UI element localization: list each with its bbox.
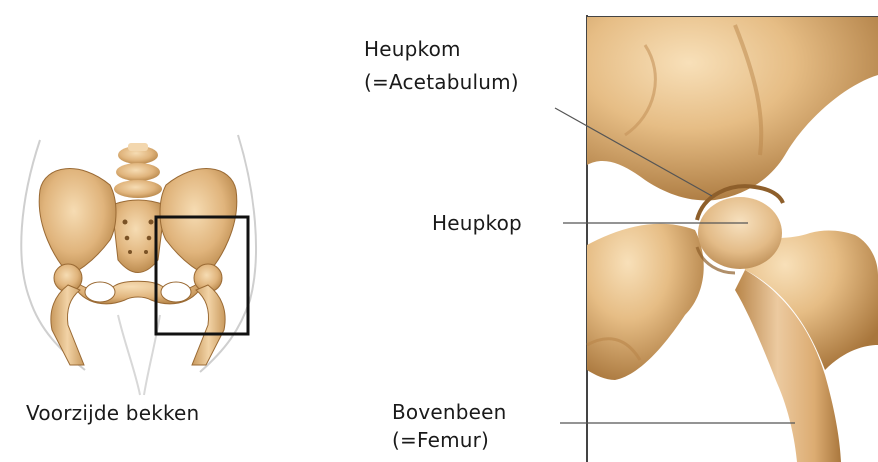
label-acetabulum-line1: Heupkom — [364, 37, 461, 62]
label-femoral-head: Heupkop — [432, 211, 522, 236]
label-acetabulum-line2: (=Acetabulum) — [364, 70, 519, 95]
label-femur-line1: Bovenbeen — [392, 400, 507, 425]
leader-acetabulum — [555, 108, 712, 196]
label-femur-line2: (=Femur) — [392, 428, 489, 453]
caption-pelvis-front: Voorzijde bekken — [26, 401, 199, 426]
